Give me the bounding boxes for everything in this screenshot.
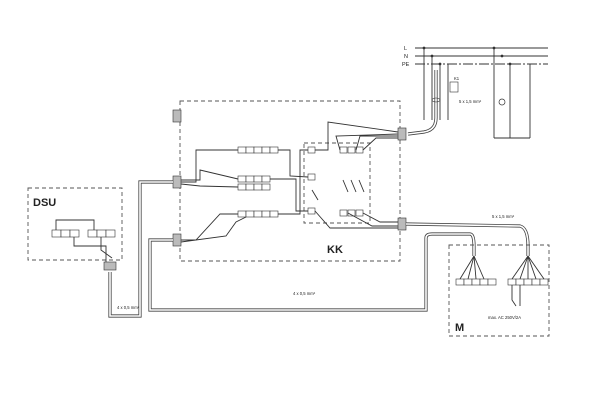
signal-cable-left-label: 4 x 0,5 mm² bbox=[117, 305, 140, 310]
m-rating: max. AC 250V/2A bbox=[488, 315, 521, 320]
power-cable-mid: 5 x 1,5 mm² bbox=[405, 214, 530, 256]
relay-label: K1 bbox=[454, 76, 460, 81]
kk-terminal-block-2 bbox=[237, 175, 271, 191]
kk-terminal-block-3 bbox=[237, 210, 279, 218]
lamp-icon bbox=[498, 98, 506, 106]
kk-vent-gland bbox=[172, 109, 182, 123]
power-cable-mid-label: 5 x 1,5 mm² bbox=[492, 214, 515, 219]
dsu-gland bbox=[103, 261, 117, 271]
m-fan-wiring bbox=[459, 255, 545, 307]
m-terminals bbox=[455, 278, 549, 286]
kk-gland-right-bottom bbox=[397, 217, 407, 231]
kk-relay-contacts bbox=[307, 146, 365, 217]
signal-cable-long-label: 4 x 0,5 mm² bbox=[293, 291, 316, 296]
mains-supply: L N PE K1 bbox=[402, 46, 548, 139]
kk-enclosure: KK bbox=[172, 100, 407, 262]
kk-gland-left-1 bbox=[172, 175, 182, 189]
dsu-boundary bbox=[27, 187, 123, 261]
mains-pe-label: PE bbox=[402, 62, 410, 68]
power-cable-top-label: 5 x 1,5 mm² bbox=[459, 99, 482, 104]
m-label: M bbox=[455, 322, 464, 334]
dsu-label: DSU bbox=[33, 197, 56, 209]
kk-label: KK bbox=[327, 244, 343, 256]
kk-relay-module bbox=[303, 142, 371, 224]
dsu-unit: DSU bbox=[27, 187, 123, 271]
kk-gland-right-top bbox=[397, 127, 407, 141]
signal-cable-left: 4 x 0,5 mm² bbox=[108, 180, 173, 318]
m-unit: M max. AC 250V/2A bbox=[448, 244, 550, 337]
mains-l-label: L bbox=[404, 46, 407, 52]
m-boundary bbox=[448, 244, 550, 337]
signal-cable-long: 4 x 0,5 mm² bbox=[148, 232, 476, 312]
mains-n-label: N bbox=[404, 54, 408, 60]
kk-gland-left-2 bbox=[172, 233, 182, 247]
kk-terminal-block-1 bbox=[237, 146, 279, 154]
kk-internal-wiring bbox=[180, 121, 399, 243]
kk-boundary bbox=[179, 100, 401, 262]
relay-coil bbox=[449, 81, 459, 93]
power-cable-top: 5 x 1,5 mm² bbox=[407, 70, 482, 136]
